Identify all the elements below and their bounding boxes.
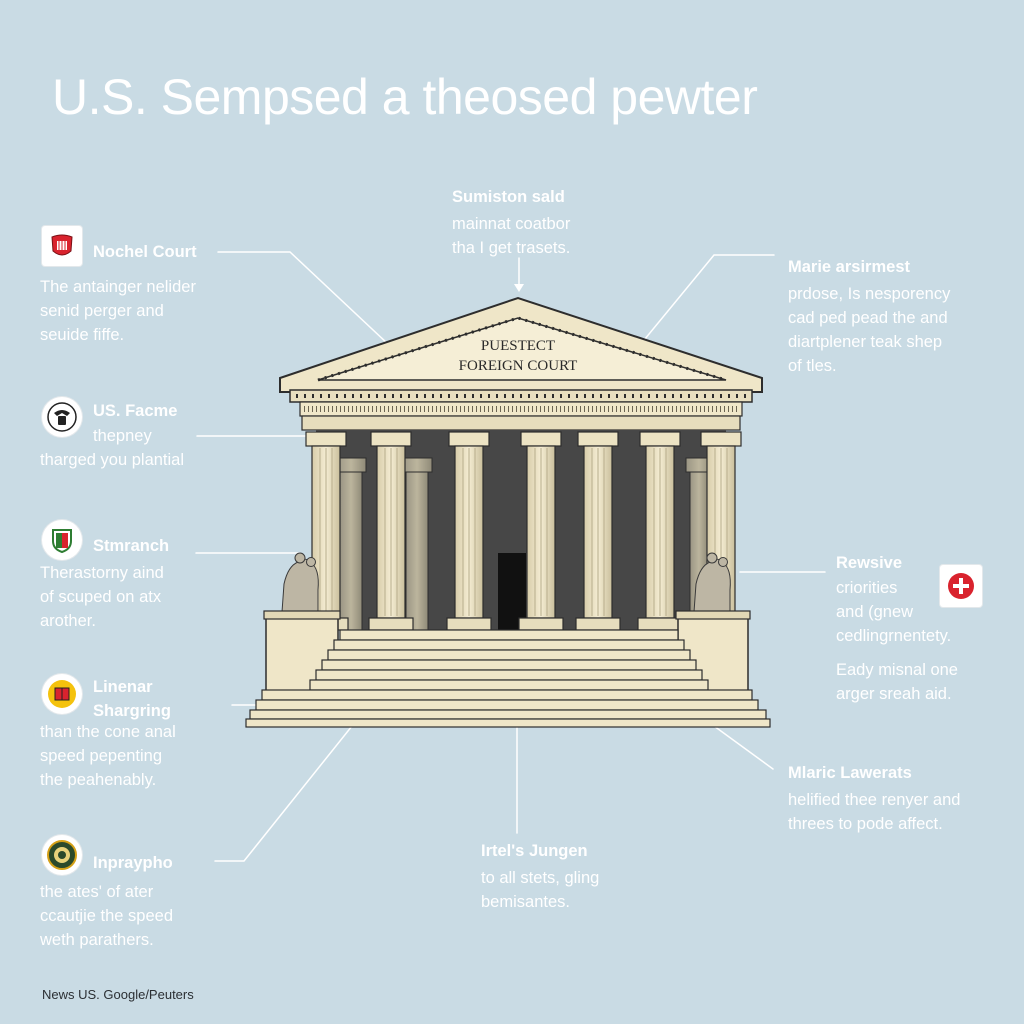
callout-left-1-line-3: seuide fiffe. (40, 326, 125, 344)
callout-right-1-heading: Marie arsirmest (788, 258, 910, 276)
shield-icon (42, 520, 82, 560)
callout-right-1-line-3: diartplener teak shep (788, 333, 943, 351)
connector-left5 (214, 725, 353, 862)
callout-bottom-line-1: to all stets, gling (481, 869, 600, 887)
callout-left-4: Linenar Shargring (93, 676, 171, 722)
callout-left-5: Inpraypho (93, 852, 173, 874)
callout-left-1-line-2: senid perger and (40, 302, 164, 320)
callout-bottom-line-2: bemisantes. (481, 893, 570, 911)
callout-left-1-body: The antainger nelider senid perger and s… (40, 275, 196, 347)
callout-top: Sumiston sald mainnat coatbor tha I get … (452, 186, 570, 260)
callout-left-1-line-1: The antainger nelider (40, 278, 196, 296)
callout-left-5-heading: Inpraypho (93, 854, 173, 872)
callout-top-line-1: mainnat coatbor (452, 215, 571, 233)
callout-right-2-extra-2: arger sreah aid. (836, 685, 952, 703)
callout-left-1: Nochel Court (93, 241, 197, 263)
callout-left-3-heading: Stmranch (93, 537, 170, 555)
callout-right-1-line-1: prdose, Is nesporency (788, 285, 951, 303)
callout-left-4-body: than the cone anal speed pepenting the p… (40, 720, 176, 792)
doorway (498, 553, 526, 630)
source-credit: News US. Google/Peuters (42, 987, 194, 1002)
page-title: U.S. Sempsed a theosed pewter (52, 69, 758, 125)
callout-left-4-line-3: the peahenably. (40, 771, 157, 789)
callout-left-3-body: Therastorny aind of scuped on atx arothe… (40, 557, 164, 633)
callout-left-2-heading: US. Facme (93, 402, 178, 420)
callout-left-3-line-2: of scuped on atx (40, 588, 162, 606)
callout-right-1-line-2: cad ped pead the and (788, 309, 948, 327)
callout-right-2-extra-1: Eady misnal one (836, 661, 958, 679)
pediment-inscription-line1: PUESTECT (481, 338, 555, 354)
callout-left-2: US. Facme thepney (93, 400, 177, 448)
callout-left-3-line-3: arother. (40, 612, 96, 630)
round-seal-icon (42, 835, 82, 875)
callout-right-3: Mlaric Lawerats helified thee renyer and… (788, 762, 960, 836)
pediment-inscription-line2: FOREIGN COURT (459, 358, 578, 374)
connector-right1 (625, 254, 775, 363)
architrave (301, 415, 741, 431)
callout-top-line-2: tha I get trasets. (452, 239, 571, 257)
callout-left-4-line-1: than the cone anal (40, 723, 176, 741)
callout-left-4-heading-2: Shargring (93, 702, 171, 720)
statue-left (281, 552, 319, 613)
callout-bottom-heading: Irtel's Jungen (481, 842, 588, 860)
front-stairs (245, 629, 771, 728)
red-cross-icon (940, 565, 982, 607)
eagle-seal-icon (42, 397, 82, 437)
arrowhead-top (514, 284, 524, 292)
callout-right-2: Rewsive criorities and (gnew cedlingrnen… (836, 552, 958, 706)
callout-left-2-line-1: thepney (93, 427, 152, 445)
callout-right-2-line-2: and (gnew (836, 603, 914, 621)
pediment-tympanum (317, 317, 727, 381)
callout-right-1-line-4: of tles. (788, 357, 837, 375)
statue-right (693, 552, 731, 613)
callout-left-4-line-2: speed pepenting (40, 747, 163, 765)
callout-right-3-line-2: threes to pode affect. (788, 815, 943, 833)
callout-left-4-heading: Linenar (93, 678, 153, 696)
book-badge-icon (42, 674, 82, 714)
callout-left-2-body: tharged you plantial (40, 448, 184, 472)
callout-top-heading: Sumiston sald (452, 188, 565, 206)
callout-right-3-line-1: helified thee renyer and (788, 791, 961, 809)
callout-right-2-heading: Rewsive (836, 554, 903, 572)
callout-left-5-line-3: weth parathers. (40, 931, 154, 949)
callout-bottom: Irtel's Jungen to all stets, gling bemis… (481, 840, 599, 914)
callout-right-2-line-3: cedlingrnentety. (836, 627, 952, 645)
callout-left-3-line-1: Therastorny aind (40, 564, 164, 582)
callout-right-2-line-1: criorities (836, 579, 898, 597)
callout-right-3-heading: Mlaric Lawerats (788, 764, 912, 782)
callout-left-3: Stmranch (93, 535, 169, 557)
callout-left-5-body: the ates' of ater ccautjie the speed wet… (40, 876, 173, 952)
callout-right-1: Marie arsirmest prdose, Is nesporency ca… (788, 256, 950, 378)
callout-left-1-heading: Nochel Court (93, 243, 197, 261)
callout-left-2-line-2: tharged you plantial (40, 451, 185, 469)
connector-left1 (217, 251, 389, 345)
callout-left-5-line-2: ccautjie the speed (40, 907, 174, 925)
callout-left-5-line-1: the ates' of ater (40, 883, 154, 901)
crest-icon (42, 226, 82, 266)
